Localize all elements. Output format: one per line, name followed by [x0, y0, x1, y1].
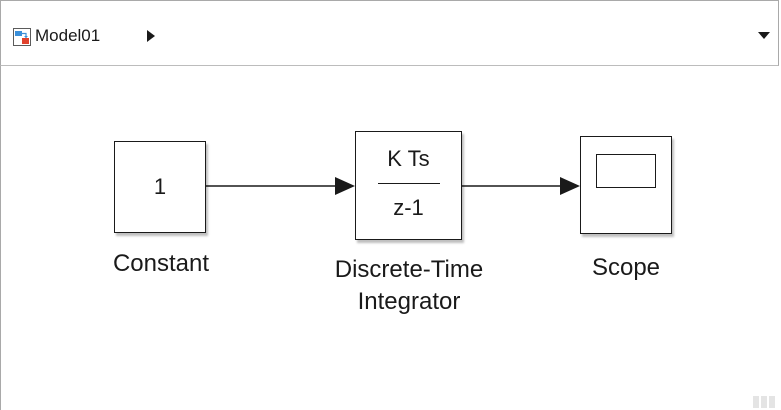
integrator-label-line2: Integrator	[357, 288, 461, 315]
scope-block-label[interactable]: Scope	[591, 254, 661, 281]
signal-lines	[206, 177, 580, 195]
model-breadcrumb[interactable]: Model01	[35, 26, 101, 45]
integrator-numerator: K Ts	[387, 146, 430, 171]
fraction-bar	[378, 183, 440, 184]
discrete-time-integrator-block[interactable]: K Ts z-1	[355, 131, 462, 240]
scope-screen-icon	[596, 154, 656, 188]
chevron-down-icon[interactable]	[758, 32, 770, 39]
arrowhead-integrator-input	[335, 177, 355, 195]
integrator-denominator: z-1	[393, 195, 424, 220]
resize-grip-icon[interactable]	[753, 396, 775, 408]
constant-block-label[interactable]: Constant	[112, 250, 210, 277]
integrator-block-label[interactable]: Discrete-Time Integrator	[301, 254, 517, 318]
model-address-bar: Model01	[0, 0, 779, 66]
chevron-right-icon[interactable]	[147, 30, 155, 42]
simulink-model-icon[interactable]	[13, 28, 31, 46]
integrator-label-line1: Discrete-Time	[334, 256, 484, 283]
scope-block[interactable]	[580, 136, 672, 234]
constant-block[interactable]: 1	[114, 141, 206, 233]
constant-value: 1	[153, 174, 167, 199]
arrowhead-scope-input	[560, 177, 580, 195]
model-canvas[interactable]: 1 Constant K Ts z-1 Discrete-Time Integr…	[0, 66, 781, 410]
